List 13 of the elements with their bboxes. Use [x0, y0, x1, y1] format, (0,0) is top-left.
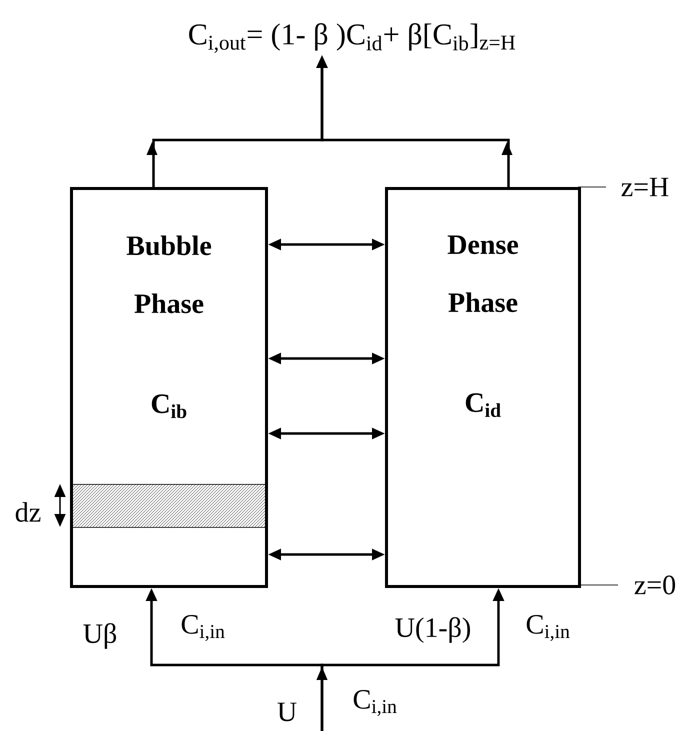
label: z=0 [634, 576, 676, 594]
hatched-slice [72, 484, 268, 528]
label: U [277, 702, 297, 722]
label: Uβ [83, 623, 116, 649]
label: z=H [622, 178, 668, 196]
outlet-formula: C$_{i,out}$= (1- β )C$_{id}$+ β[C$_{ib}$]$_{z=H}$ [189, 23, 516, 53]
label: C$_{i,in}$ [526, 615, 570, 641]
label: dz [16, 502, 40, 522]
phase-box: Bubble Phase C$_{ib}$ [70, 187, 268, 588]
phase-box: Dense Phase C$_{id}$ [385, 187, 581, 588]
label: U(1-β) [395, 617, 470, 643]
label: C$_{i,in}$ [182, 615, 225, 641]
label: C$_{i,in}$ [354, 690, 397, 716]
